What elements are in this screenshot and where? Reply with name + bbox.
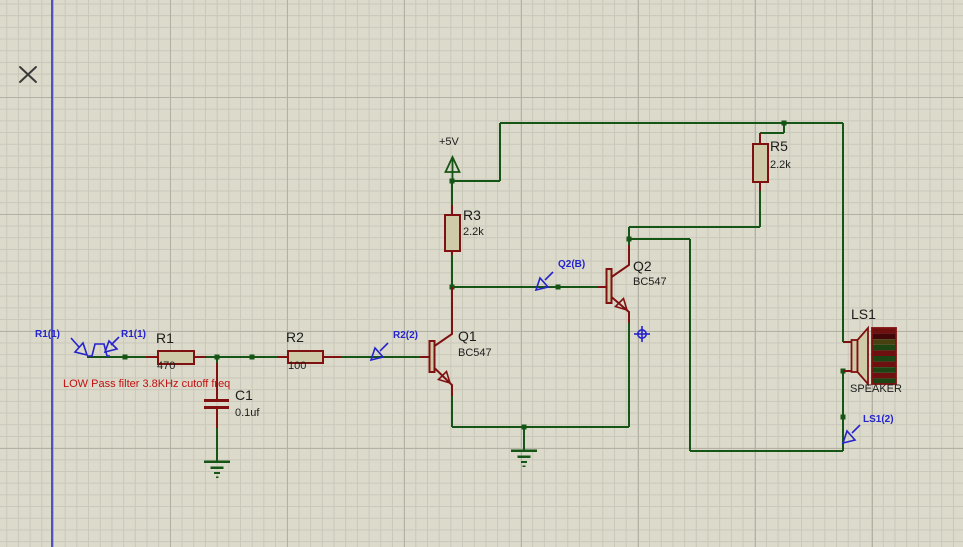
transistor-q2[interactable] [598, 245, 630, 323]
net-label-generator[interactable]: R1(1) [35, 329, 61, 340]
power-label: +5V [439, 136, 459, 148]
ref-q1[interactable]: Q1 [458, 328, 477, 344]
junction-dots [122, 120, 846, 430]
square-wave-icon [87, 343, 110, 357]
probe-arrow-speaker[interactable] [841, 424, 861, 445]
ref-r1[interactable]: R1 [156, 330, 174, 346]
value-q1[interactable]: BC547 [458, 347, 492, 359]
ref-r2[interactable]: R2 [286, 329, 304, 345]
x-marker-icon [19, 66, 37, 83]
ref-q2[interactable]: Q2 [633, 258, 652, 274]
capacitor-c1[interactable] [204, 363, 229, 428]
net-label-input[interactable]: R1(1) [121, 329, 147, 340]
value-ls1[interactable]: SPEAKER [850, 383, 902, 395]
net-label-r2-output[interactable]: R2(2) [393, 330, 419, 341]
ref-c1[interactable]: C1 [235, 387, 253, 403]
ref-ls1[interactable]: LS1 [851, 306, 876, 322]
ref-r3[interactable]: R3 [463, 207, 481, 223]
value-q2[interactable]: BC547 [633, 276, 667, 288]
speaker-body [871, 327, 897, 385]
resistor-r1[interactable] [146, 350, 206, 365]
value-r5[interactable]: 2.2k [770, 159, 791, 171]
transistor-q1[interactable] [420, 287, 453, 396]
value-c1[interactable]: 0.1uf [235, 407, 260, 419]
resistor-r3[interactable] [444, 205, 461, 255]
generator-arrow-icon[interactable] [70, 337, 89, 357]
origin-crosshair-icon [634, 326, 650, 342]
ground-symbol-c1[interactable] [204, 460, 230, 478]
ground-symbol-q1[interactable] [511, 449, 537, 467]
value-r2[interactable]: 100 [288, 360, 307, 372]
ref-r5[interactable]: R5 [770, 138, 788, 154]
resistor-r5[interactable] [752, 133, 769, 191]
resistor-r2[interactable] [277, 350, 341, 364]
power-terminal-5v[interactable] [444, 154, 461, 181]
net-label-speaker[interactable]: LS1(2) [863, 414, 894, 425]
value-r3[interactable]: 2.2k [463, 226, 484, 238]
wires[interactable] [87, 122, 844, 461]
probe-arrow-r2-output[interactable] [369, 342, 389, 362]
probe-arrow-q2-base[interactable] [534, 271, 554, 292]
q1-emitter-arrow [436, 369, 452, 385]
annotation-note: LOW Pass filter 3.8KHz cutoff freq [63, 378, 231, 390]
probe-arrow-input[interactable] [103, 336, 120, 354]
speaker-cone [856, 325, 869, 387]
q2-emitter-arrow [613, 296, 629, 312]
value-r1[interactable]: 470 [157, 360, 176, 372]
speaker-ls1[interactable] [843, 325, 897, 387]
net-label-q2-base[interactable]: Q2(B) [558, 259, 586, 270]
